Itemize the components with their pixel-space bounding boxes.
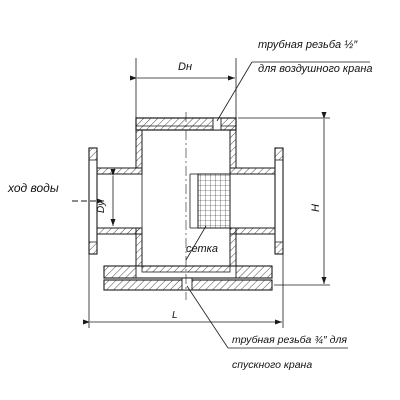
water-flow-label: ход воды xyxy=(7,181,59,195)
l-dimension: L xyxy=(83,254,284,328)
air-thread-label-line1: трубная резьба ½″ xyxy=(258,39,358,51)
drain-thread-label-line1: трубная резьба ¾″ для xyxy=(232,334,347,346)
l-label: L xyxy=(172,310,178,321)
drain-valve-thread xyxy=(181,277,193,291)
drain-valve-callout: трубная резьба ¾″ для спускного крана xyxy=(186,285,348,371)
dn-label: Dн xyxy=(178,61,192,73)
air-valve-callout: трубная резьба ½″ для воздушного крана xyxy=(216,39,373,122)
h-dimension: H xyxy=(238,112,330,286)
water-flow-arrow: ход воды xyxy=(7,181,104,204)
strainer-mesh xyxy=(189,173,231,229)
right-nozzle xyxy=(229,147,284,255)
bottom-flange xyxy=(103,265,273,291)
h-label: H xyxy=(310,204,322,212)
dn-dimension: Dн xyxy=(130,58,237,120)
dy-label: Dу xyxy=(96,200,107,213)
air-thread-label-line2: для воздушного крана xyxy=(258,63,373,75)
mesh-label: сетка xyxy=(186,243,218,255)
dy-dimension: Dу xyxy=(96,169,116,226)
air-valve-thread xyxy=(212,117,222,131)
drain-thread-label-line2: спускного крана xyxy=(232,359,312,371)
mesh-callout: сетка xyxy=(185,225,218,261)
